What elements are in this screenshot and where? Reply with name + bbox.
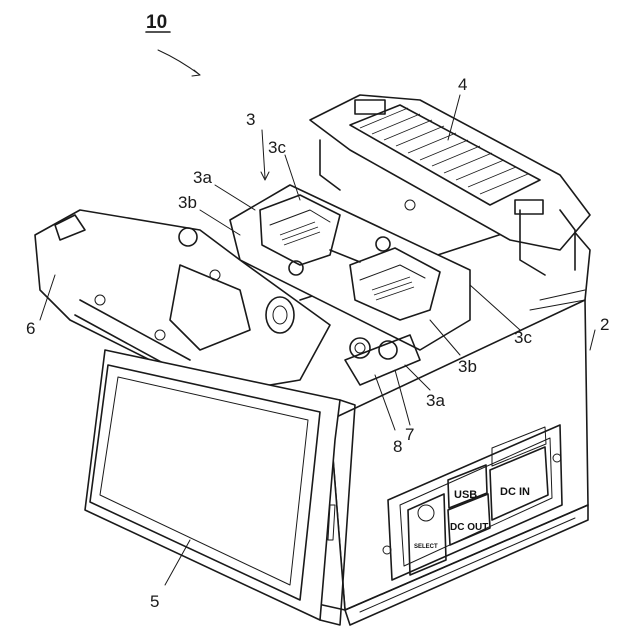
select-label: SELECT <box>414 544 438 550</box>
label-10: 10 <box>146 12 167 33</box>
label-6: 6 <box>26 319 35 338</box>
dc-out-label: DC OUT <box>450 522 488 533</box>
label-3b-left: 3b <box>178 193 197 212</box>
label-7: 7 <box>405 425 414 444</box>
label-3: 3 <box>246 110 255 129</box>
label-3c-left: 3c <box>268 138 286 157</box>
label-8: 8 <box>393 437 402 456</box>
label-3a-left: 3a <box>193 168 212 187</box>
label-2: 2 <box>600 315 609 334</box>
usb-label: USB <box>454 489 477 501</box>
label-3b-right: 3b <box>458 357 477 376</box>
monitor <box>85 350 355 625</box>
label-5: 5 <box>150 592 159 611</box>
label-3c-right: 3c <box>514 328 532 347</box>
label-3a-right: 3a <box>426 391 445 410</box>
dc-in-label: DC IN <box>500 486 530 498</box>
label-4: 4 <box>458 75 467 94</box>
